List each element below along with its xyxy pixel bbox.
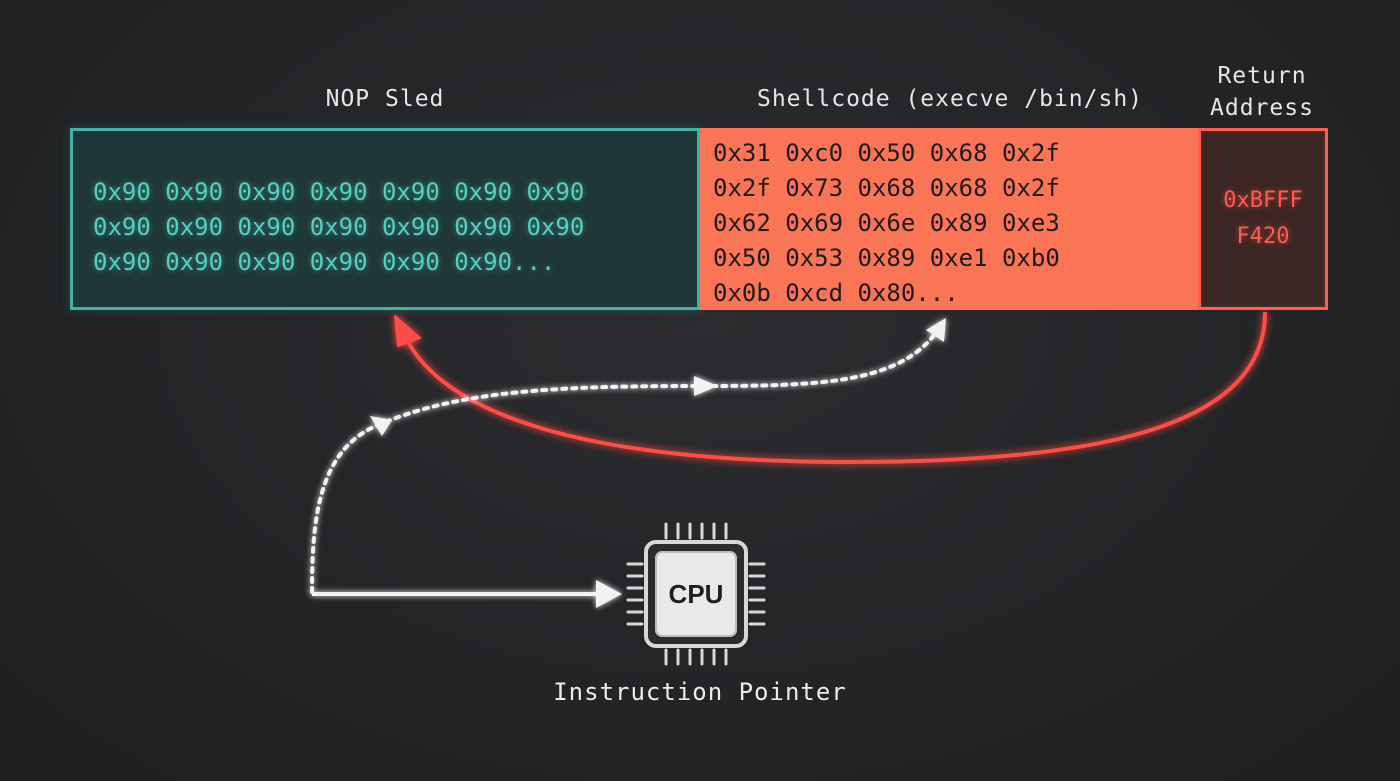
shellcode-label: Shellcode (execve /bin/sh) <box>756 86 1144 112</box>
return-address-cell: 0xBFFF F420 <box>1201 131 1325 307</box>
cpu-icon: CPU <box>626 522 766 666</box>
nop-sled-segment: 0x90 0x90 0x90 0x90 0x90 0x90 0x90 0x90 … <box>70 128 700 310</box>
cpu-input-arrow <box>312 580 622 608</box>
flow-arrowhead-1 <box>370 416 392 436</box>
instruction-pointer-label: Instruction Pointer <box>553 678 847 706</box>
execution-flow-arrow <box>310 318 946 594</box>
return-redirect-arrowhead <box>394 315 421 347</box>
return-address-segment: 0xBFFF F420 <box>1198 128 1328 310</box>
return-redirect-arrow <box>394 311 1267 465</box>
return-address-label: Return Address <box>1210 63 1314 121</box>
flow-arrowhead-2 <box>694 376 718 396</box>
shellcode-bytes: 0x31 0xc0 0x50 0x68 0x2f 0x2f 0x73 0x68 … <box>713 139 1060 307</box>
nop-sled-label: NOP Sled <box>325 86 445 112</box>
shellcode-segment: 0x31 0xc0 0x50 0x68 0x2f 0x2f 0x73 0x68 … <box>700 128 1198 310</box>
return-address-value: 0xBFFF F420 <box>1223 188 1303 249</box>
nop-sled-bytes: 0x90 0x90 0x90 0x90 0x90 0x90 0x90 0x90 … <box>93 178 585 276</box>
flow-arrowhead-3 <box>926 318 946 342</box>
cpu-chip-label: CPU <box>669 579 724 609</box>
